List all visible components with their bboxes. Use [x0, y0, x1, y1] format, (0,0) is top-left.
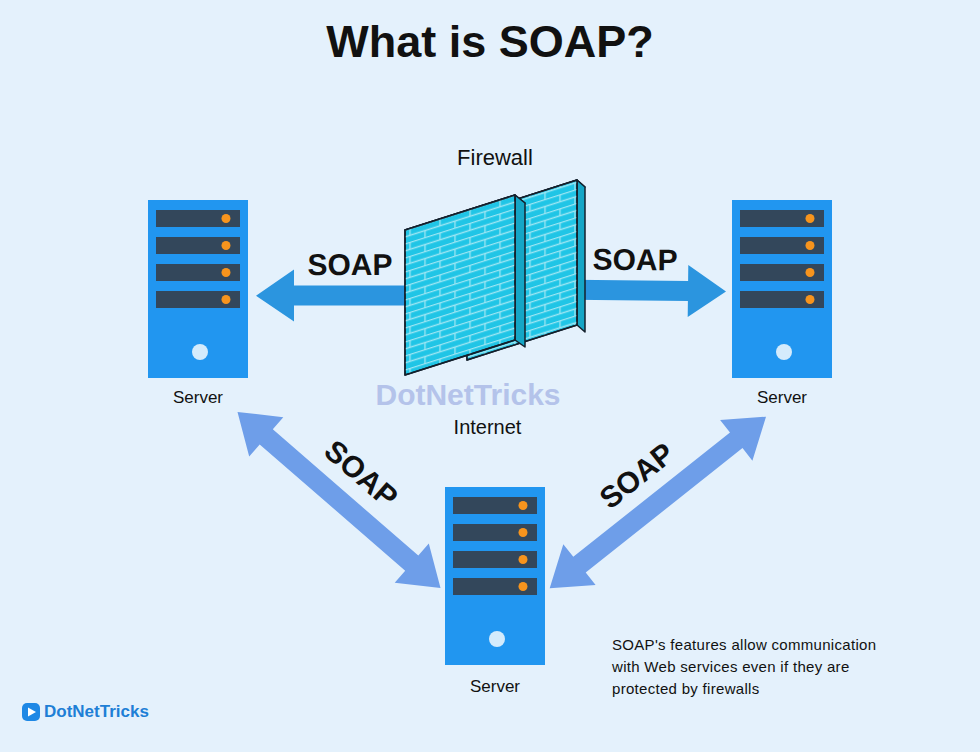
- node-text: Firewall: [457, 145, 533, 171]
- node-text: Server: [173, 388, 223, 408]
- illustration-part: [515, 195, 525, 347]
- server-node: Server: [445, 487, 545, 697]
- illustration-part: [577, 180, 585, 332]
- diagram-title: What is SOAP?: [0, 16, 980, 68]
- illustration-part: [28, 708, 36, 717]
- firewall-icon: [405, 180, 585, 375]
- server-icon: [732, 200, 832, 378]
- region-label: Internet: [400, 416, 575, 439]
- node-text: Server: [470, 677, 520, 697]
- firewall-node: Firewall: [400, 145, 590, 380]
- soap-arrow: [550, 417, 766, 589]
- node-text: Server: [757, 388, 807, 408]
- watermark: DotNetTricks: [338, 378, 598, 412]
- logo-text: DotNetTricks: [44, 702, 224, 722]
- server-node: Server: [148, 200, 248, 408]
- caption-note: SOAP's features allow communication with…: [612, 634, 902, 700]
- server-icon: [148, 200, 248, 378]
- logo-icon: [22, 703, 40, 721]
- edge-label: SOAP: [592, 245, 677, 276]
- illustration-part: [405, 195, 515, 375]
- server-icon: [445, 487, 545, 665]
- server-node: Server: [732, 200, 832, 408]
- illustration-part: [22, 703, 40, 721]
- edge-label: SOAP: [308, 250, 393, 280]
- illustration-part: [405, 195, 515, 375]
- soap-arrow: [238, 412, 441, 588]
